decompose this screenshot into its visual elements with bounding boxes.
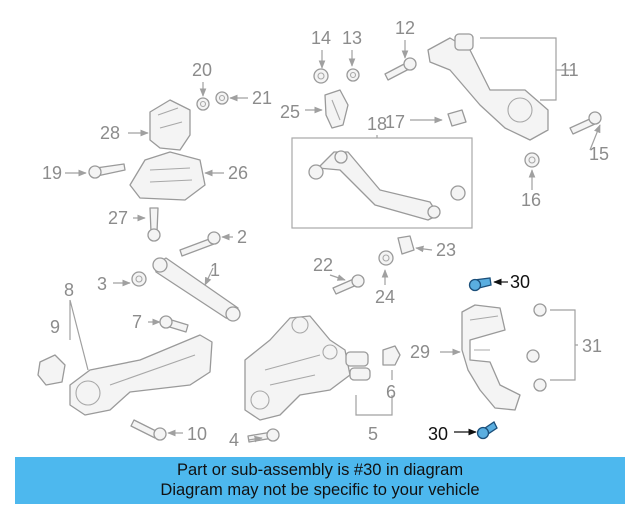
callout-22: 22 [313, 255, 333, 275]
callout-29: 29 [410, 342, 430, 362]
callout-25: 25 [280, 102, 300, 122]
part-11-arm [427, 33, 549, 141]
part-13-washer [346, 68, 360, 82]
callout-3: 3 [97, 274, 107, 294]
part-7-bolt [159, 315, 189, 333]
leader-lines [65, 37, 601, 443]
callout-14: 14 [311, 28, 331, 48]
part-18-box [291, 137, 473, 229]
callout-6: 6 [386, 382, 396, 402]
callout-28: 28 [100, 123, 120, 143]
callouts: 14 13 12 11 20 21 25 28 18 17 15 16 19 2… [42, 18, 609, 450]
part-2-bolt [179, 231, 221, 257]
callout-26: 26 [228, 163, 248, 183]
callout-19: 19 [42, 163, 62, 183]
part-3-nut [131, 271, 147, 287]
callout-17: 17 [385, 112, 405, 132]
part-16-nut [524, 152, 540, 168]
part-10-bolt [130, 419, 167, 441]
callout-27: 27 [108, 208, 128, 228]
callout-10: 10 [187, 424, 207, 444]
part-15-bolt [569, 111, 602, 135]
highlight-leaders [454, 278, 508, 436]
callout-23: 23 [436, 240, 456, 260]
callout-12: 12 [395, 18, 415, 38]
callout-30-lower: 30 [428, 424, 448, 444]
callout-15: 15 [589, 144, 609, 164]
callout-7: 7 [132, 312, 142, 332]
part-29-bracket [461, 304, 521, 411]
banner-line-2: Diagram may not be specific to your vehi… [160, 481, 480, 499]
part-8-trailing-arm [69, 334, 213, 416]
callout-13: 13 [342, 28, 362, 48]
callout-5: 5 [368, 424, 378, 444]
callout-30-upper: 30 [510, 272, 530, 292]
callout-2: 2 [237, 227, 247, 247]
part-21-nut [215, 91, 229, 105]
callout-11: 11 [560, 60, 579, 80]
part-22-bolt [332, 274, 365, 295]
part-12-bolt [384, 57, 417, 81]
part-30-bolt-upper [468, 277, 492, 292]
callout-1: 1 [210, 260, 220, 280]
part-30-bolt-lower [476, 421, 498, 440]
part-23-bracket [397, 235, 415, 255]
part-26-mount [129, 151, 206, 201]
info-banner: Part or sub-assembly is #30 in diagram D… [15, 457, 625, 504]
part-25-bracket [324, 89, 349, 129]
banner-line-1: Part or sub-assembly is #30 in diagram [176, 461, 464, 479]
part-20-washer [196, 97, 210, 111]
callout-24: 24 [375, 287, 395, 307]
callout-4: 4 [229, 430, 239, 450]
callout-20: 20 [192, 60, 212, 80]
callout-16: 16 [521, 190, 541, 210]
callout-31: 31 [582, 336, 602, 356]
callout-18: 18 [367, 114, 387, 134]
part-knuckle [244, 315, 351, 421]
part-17-bushing [447, 109, 467, 127]
part-27-bolt [147, 207, 161, 242]
part-4-bolt [247, 428, 280, 443]
part-1-link [152, 257, 241, 322]
part-5-bushing [345, 351, 371, 381]
part-31-bolts [526, 303, 547, 392]
callout-9: 9 [50, 317, 60, 337]
part-28-mount-bracket [149, 99, 191, 151]
part-9-bushing [37, 354, 66, 386]
callout-8: 8 [64, 280, 74, 300]
part-19-bolt [88, 163, 126, 179]
part-14-nut [313, 68, 329, 84]
part-24-nut [378, 250, 394, 266]
callout-21: 21 [252, 88, 272, 108]
part-6-bushing [382, 345, 401, 366]
